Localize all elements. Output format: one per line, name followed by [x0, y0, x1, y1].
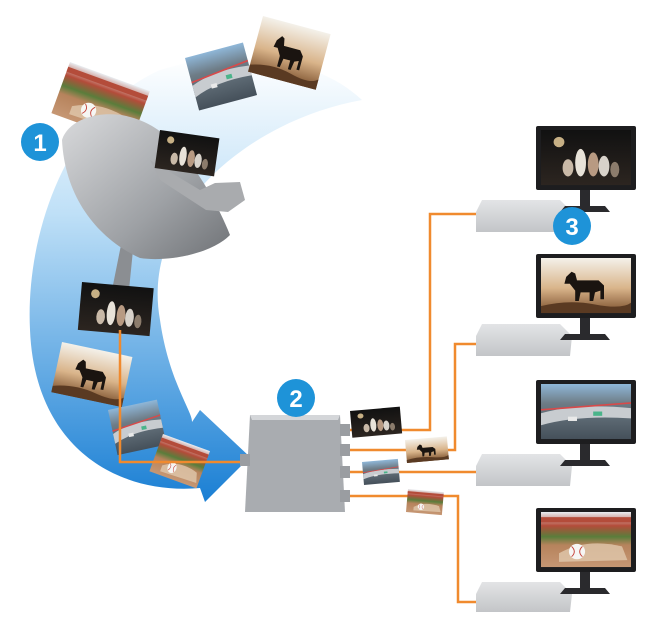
distribution-hub [240, 415, 350, 512]
step-badge-3: 3 [553, 207, 591, 245]
svg-text:3: 3 [565, 214, 578, 241]
set-top-box-2 [476, 324, 572, 356]
monitor-racing [536, 380, 636, 466]
svg-text:2: 2 [289, 386, 302, 413]
input-cable [118, 330, 240, 464]
step-badge-1: 1 [21, 123, 59, 161]
horse-thumbnail-output [405, 436, 449, 463]
monitor-concert [536, 126, 636, 212]
step-badge-2: 2 [277, 379, 315, 417]
baseball-thumbnail-output [405, 488, 445, 516]
set-top-box-4 [476, 582, 572, 612]
monitor-baseball [536, 508, 636, 594]
concert-thumbnail-output [350, 406, 403, 438]
set-top-box-3 [476, 454, 572, 486]
svg-text:1: 1 [33, 130, 46, 157]
monitor-horse [536, 254, 636, 340]
set-top-box-1 [476, 200, 572, 232]
concert-thumbnail-stack [77, 282, 154, 337]
racing-thumbnail-output [361, 458, 401, 486]
output-cables [350, 212, 478, 604]
